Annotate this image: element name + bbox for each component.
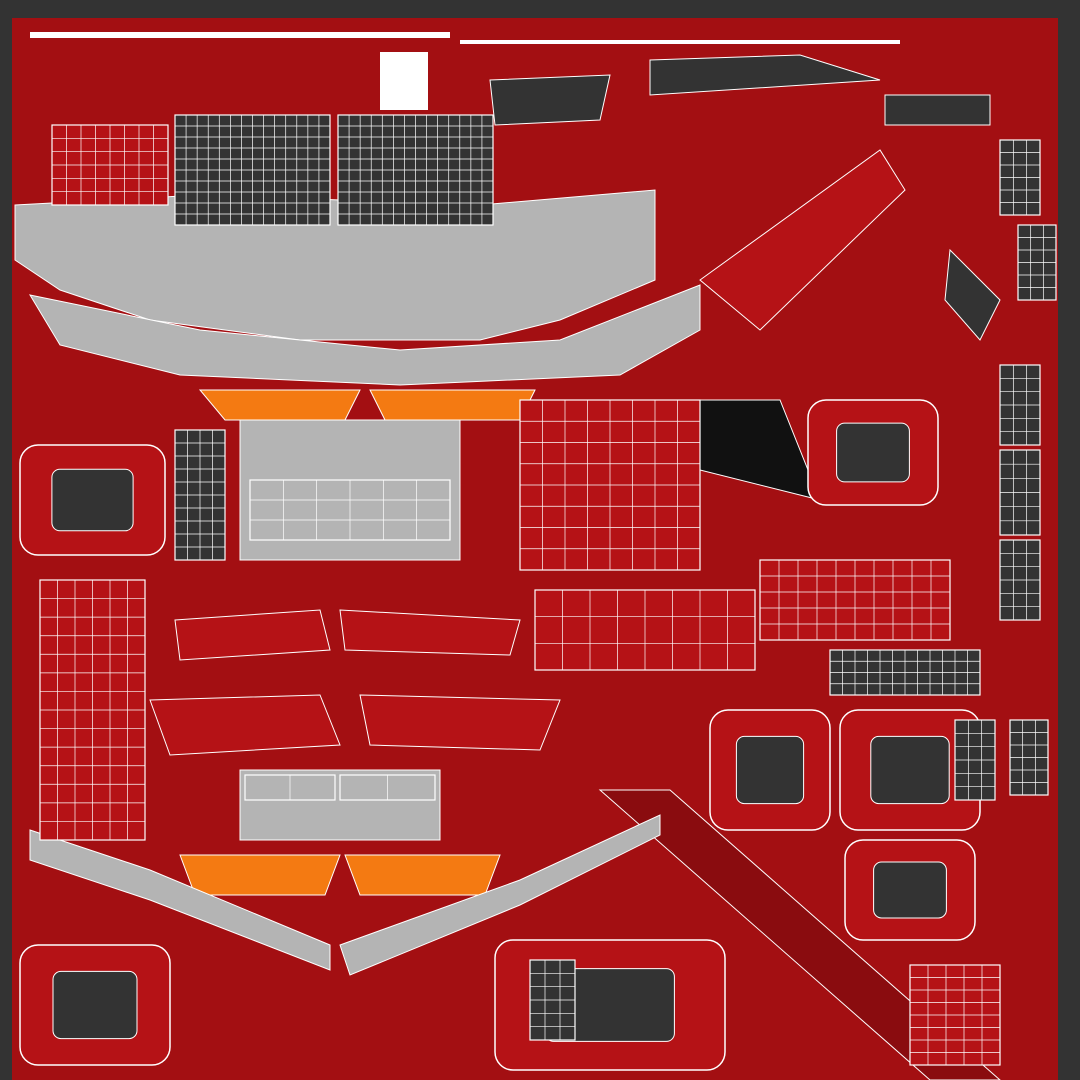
wireframe-patches [19, 114, 1057, 1071]
arch-inner [870, 735, 950, 805]
windshield-grid-right [337, 114, 494, 226]
rear-window-grid [339, 774, 436, 801]
bumper-panel [28, 284, 701, 386]
orange-light-3 [179, 854, 341, 896]
dark-panel-grid [999, 539, 1041, 621]
left-strip [0, 0, 12, 1080]
wheel-arch [19, 944, 171, 1066]
spoiler-piece [649, 54, 881, 96]
sill-piece [699, 149, 906, 331]
curved-strip [339, 814, 661, 976]
arch-inner [735, 735, 805, 805]
arch-inner [51, 468, 134, 532]
arch-inner [873, 861, 947, 919]
small-dark-piece [944, 248, 1001, 341]
wheel-arch [807, 399, 939, 506]
roof-grid [249, 479, 451, 541]
rear-grid [529, 959, 576, 1041]
wheel-arch [844, 839, 976, 941]
curved-strip [29, 829, 331, 971]
seat-grid [519, 399, 701, 571]
top-line [460, 40, 900, 44]
dark-panel-grid [1009, 719, 1049, 796]
wheel-arch [19, 444, 166, 556]
floor-grid [534, 589, 756, 671]
white-block [380, 52, 428, 110]
dark-panel-grid [999, 364, 1041, 446]
door-panel-right [359, 694, 561, 751]
door-panel-left [149, 694, 341, 756]
dark-panel-grid [999, 449, 1041, 536]
fender-grid [759, 559, 951, 641]
top-strip [0, 0, 1080, 18]
side-panel-grid [39, 579, 146, 841]
side-window-grid [174, 429, 226, 561]
dark-panel-grid [954, 719, 996, 801]
rear-red-grid [909, 964, 1001, 1066]
wheel-arch [709, 709, 831, 831]
right-strip [1058, 0, 1080, 1080]
trim-right [339, 609, 521, 656]
small-grid-block [884, 94, 991, 126]
orange-light-2 [369, 389, 536, 421]
door-grid [51, 124, 169, 206]
top-line [30, 32, 450, 38]
trim-left [174, 609, 331, 661]
windshield-grid-left [174, 114, 331, 226]
orange-light-1 [198, 389, 361, 421]
arch-inner [836, 422, 910, 483]
rear-window-grid [244, 774, 336, 801]
orange-light-4 [344, 854, 501, 896]
small-grid-block [489, 74, 611, 126]
wheel-arch [839, 709, 981, 831]
dark-panel-grid [1017, 224, 1057, 301]
diagonal-strip [598, 789, 1001, 1080]
vent-grid [829, 649, 981, 696]
arch-inner [52, 970, 138, 1040]
dark-panel-grid [999, 139, 1041, 216]
